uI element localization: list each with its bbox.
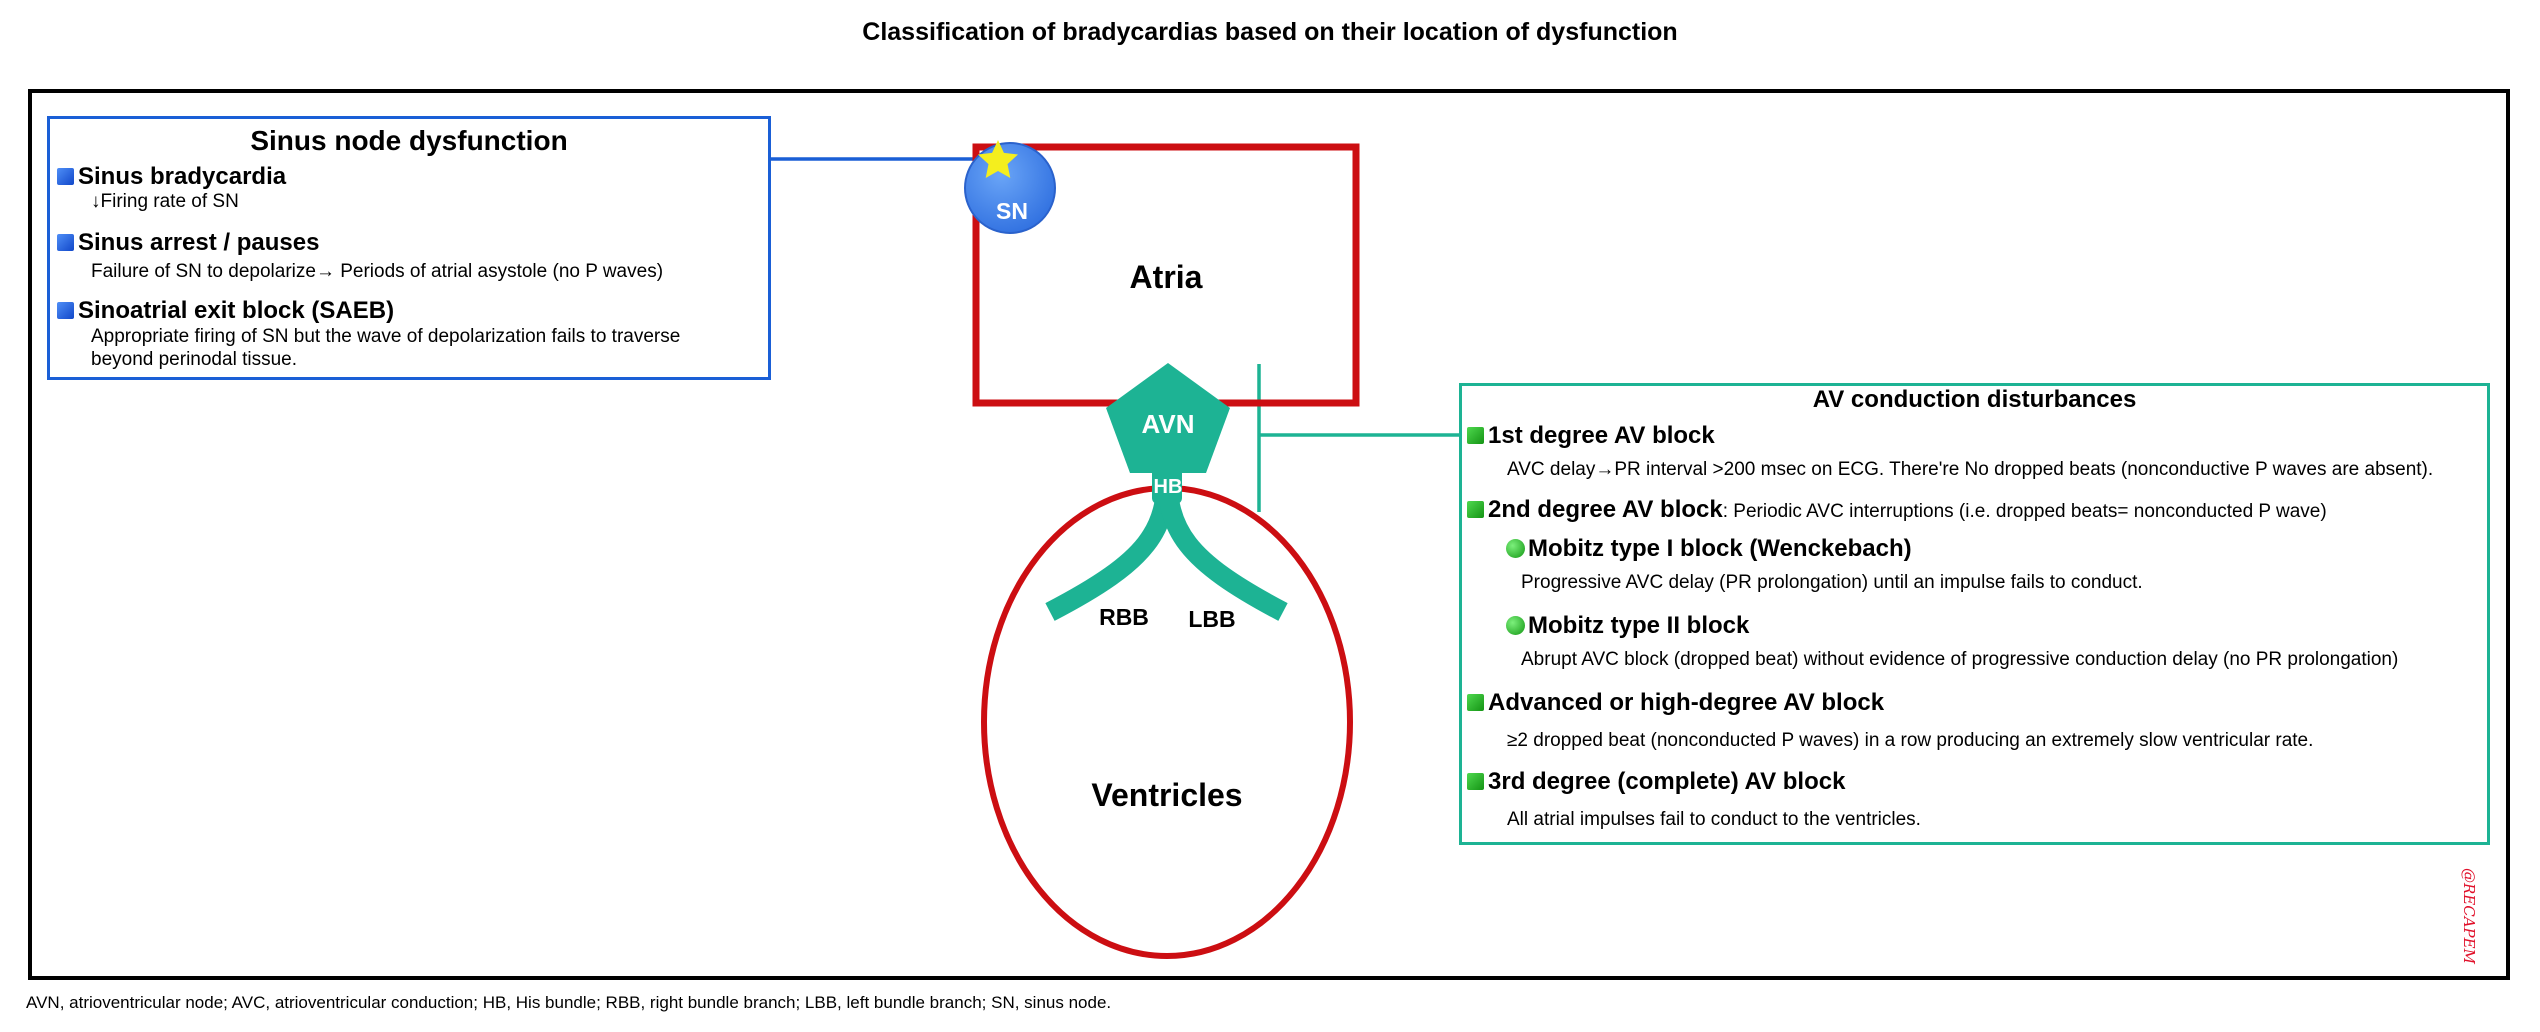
av-conduction-heading: AV conduction disturbances xyxy=(1812,386,2137,413)
green-square-bullet-icon xyxy=(1467,694,1484,711)
item-desc: Abrupt AVC block (dropped beat) without … xyxy=(1521,649,2399,670)
green-square-bullet-icon xyxy=(1467,427,1484,444)
rbb-label: RBB xyxy=(1099,604,1149,630)
item-title: 2nd degree AV block xyxy=(1488,496,1723,523)
item-title: Mobitz type I block (Wenckebach) xyxy=(1528,535,1912,562)
sinus-node-panel: Sinus node dysfunction Sinus bradycardia… xyxy=(47,116,771,380)
item-desc: AVC delay→PR interval >200 msec on ECG. … xyxy=(1507,459,2434,480)
blue-square-bullet-icon xyxy=(57,234,74,251)
atria-label: Atria xyxy=(1130,259,1203,295)
sinus-item-saeb: Sinoatrial exit block (SAEB) Appropriate… xyxy=(57,297,680,371)
av-item-third-degree: 3rd degree (complete) AV block All atria… xyxy=(1467,768,1921,831)
outer-frame xyxy=(28,89,2510,980)
item-desc-line-1: Appropriate firing of SN but the wave of… xyxy=(91,326,681,347)
av-conduction-panel: AV conduction disturbances 1st degree AV… xyxy=(1459,383,2490,845)
sn-label: SN xyxy=(996,198,1028,224)
item-title: Advanced or high-degree AV block xyxy=(1488,689,1885,716)
green-circle-bullet-icon xyxy=(1506,616,1525,635)
item-title: Mobitz type II block xyxy=(1528,612,1750,639)
ventricles-label: Ventricles xyxy=(1091,777,1242,813)
sinus-item-bradycardia: Sinus bradycardia ↓Firing rate of SN xyxy=(57,163,286,213)
item-desc: All atrial impulses fail to conduct to t… xyxy=(1507,809,1921,830)
star-icon xyxy=(978,140,1018,178)
hb-label: HB xyxy=(1154,476,1183,498)
av-item-first-degree: 1st degree AV block AVC delay→PR interva… xyxy=(1467,422,2433,481)
sn-node xyxy=(964,142,1056,234)
watermark: @RECAPEM xyxy=(2460,868,2478,964)
item-desc-line-2: beyond perinodal tissue. xyxy=(91,349,297,370)
item-desc: Progressive AVC delay (PR prolongation) … xyxy=(1521,572,2143,593)
av-item-mobitz-2: Mobitz type II block Abrupt AVC block (d… xyxy=(1506,612,2398,671)
diagram-title: Classification of bradycardias based on … xyxy=(862,18,1678,46)
ventricles-outline xyxy=(981,485,1353,959)
green-square-bullet-icon xyxy=(1467,501,1484,518)
av-item-second-degree: 2nd degree AV block: Periodic AVC interr… xyxy=(1467,496,2327,524)
green-circle-bullet-icon xyxy=(1506,539,1525,558)
sinus-item-arrest: Sinus arrest / pauses Failure of SN to d… xyxy=(57,229,663,283)
item-desc: ↓Firing rate of SN xyxy=(91,191,239,212)
av-item-advanced: Advanced or high-degree AV block ≥2 drop… xyxy=(1467,689,2313,752)
sinus-node-heading: Sinus node dysfunction xyxy=(250,125,568,156)
av-item-mobitz-1: Mobitz type I block (Wenckebach) Progres… xyxy=(1506,535,2143,594)
abbreviations-footer: AVN, atrioventricular node; AVC, atriove… xyxy=(26,993,1112,1012)
item-inline-desc: : Periodic AVC interruptions (i.e. dropp… xyxy=(1722,501,2327,522)
item-title: Sinoatrial exit block (SAEB) xyxy=(78,297,395,324)
blue-square-bullet-icon xyxy=(57,168,74,185)
item-title: 1st degree AV block xyxy=(1488,422,1715,449)
item-title: 3rd degree (complete) AV block xyxy=(1488,768,1846,795)
item-desc: Failure of SN to depolarize→ Periods of … xyxy=(91,261,664,282)
blue-square-bullet-icon xyxy=(57,302,74,319)
item-desc: ≥2 dropped beat (nonconducted P waves) i… xyxy=(1507,730,2314,751)
item-title: Sinus arrest / pauses xyxy=(78,229,320,256)
lbb-label: LBB xyxy=(1188,606,1235,632)
avn-label: AVN xyxy=(1142,409,1195,439)
item-title: Sinus bradycardia xyxy=(78,163,287,190)
avn-pentagon xyxy=(1106,363,1230,473)
green-square-bullet-icon xyxy=(1467,773,1484,790)
